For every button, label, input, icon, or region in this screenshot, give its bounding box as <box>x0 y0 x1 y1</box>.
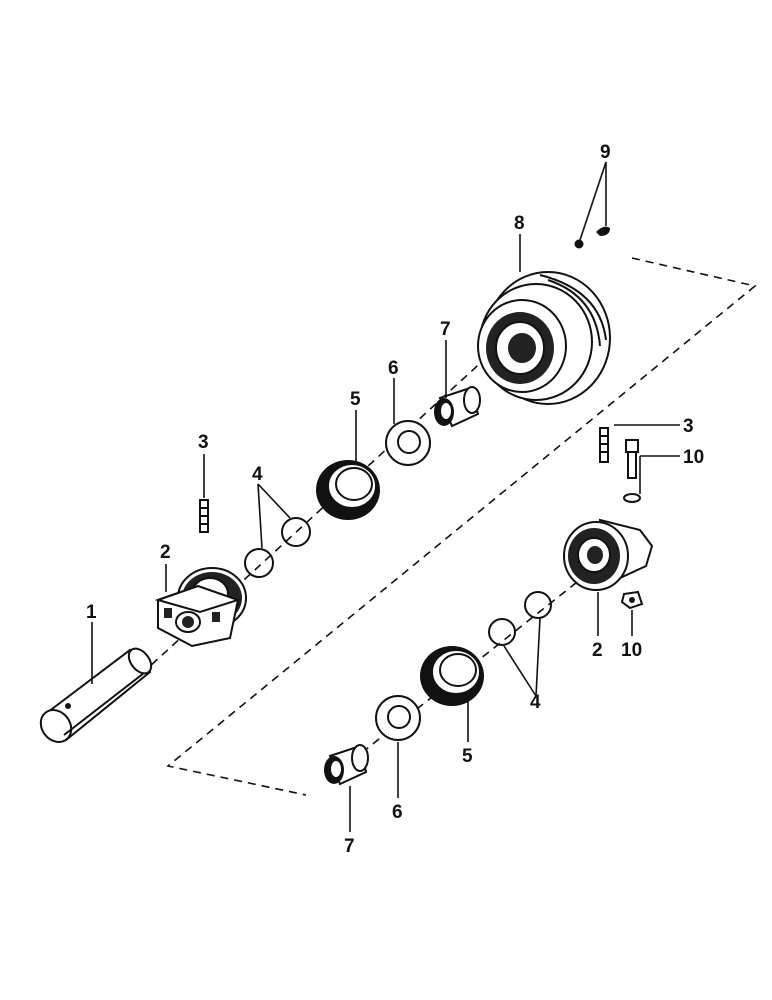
nut-icon <box>620 590 644 610</box>
callout-5-top: 5 <box>350 389 361 410</box>
leader-lines <box>91 161 680 832</box>
callout-2-right: 2 <box>592 640 603 661</box>
callout-6-bottom: 6 <box>392 802 403 823</box>
bushing-icon-lower <box>324 744 369 786</box>
o-ring-icon-2 <box>281 517 311 547</box>
track-roller-icon <box>477 271 611 405</box>
roll-pin-icon-right <box>599 427 609 463</box>
callout-3-right: 3 <box>683 416 694 437</box>
callout-9: 9 <box>600 142 611 163</box>
washer-icon-upper <box>385 420 431 466</box>
callout-7-bottom: 7 <box>344 836 355 857</box>
plug-icon <box>574 226 610 249</box>
collar-icon-right <box>563 518 654 591</box>
callout-6-top: 6 <box>388 358 399 379</box>
o-ring-icon-3 <box>488 618 516 646</box>
bushing-icon-upper <box>434 386 481 428</box>
callout-3-left: 3 <box>198 432 209 453</box>
callout-1: 1 <box>86 602 97 623</box>
o-ring-icon-1 <box>244 548 274 578</box>
shaft-icon <box>39 647 153 743</box>
callout-7-top: 7 <box>440 319 451 340</box>
callout-8: 8 <box>514 213 525 234</box>
callout-10-top: 10 <box>683 447 704 468</box>
callout-5-bottom: 5 <box>462 746 473 767</box>
bolt-icon <box>623 439 641 503</box>
seal-icon-lower <box>420 646 484 706</box>
dashed-group-outline <box>166 257 757 796</box>
callout-10-bottom: 10 <box>621 640 642 661</box>
callout-2-left: 2 <box>160 542 171 563</box>
callout-4-bottom: 4 <box>530 692 541 713</box>
collar-icon-left <box>154 567 247 648</box>
roll-pin-icon-left <box>199 499 209 533</box>
callout-4-top: 4 <box>252 464 263 485</box>
o-ring-icon-4 <box>524 591 552 619</box>
seal-icon-upper <box>316 460 380 520</box>
washer-icon-lower <box>375 695 421 741</box>
